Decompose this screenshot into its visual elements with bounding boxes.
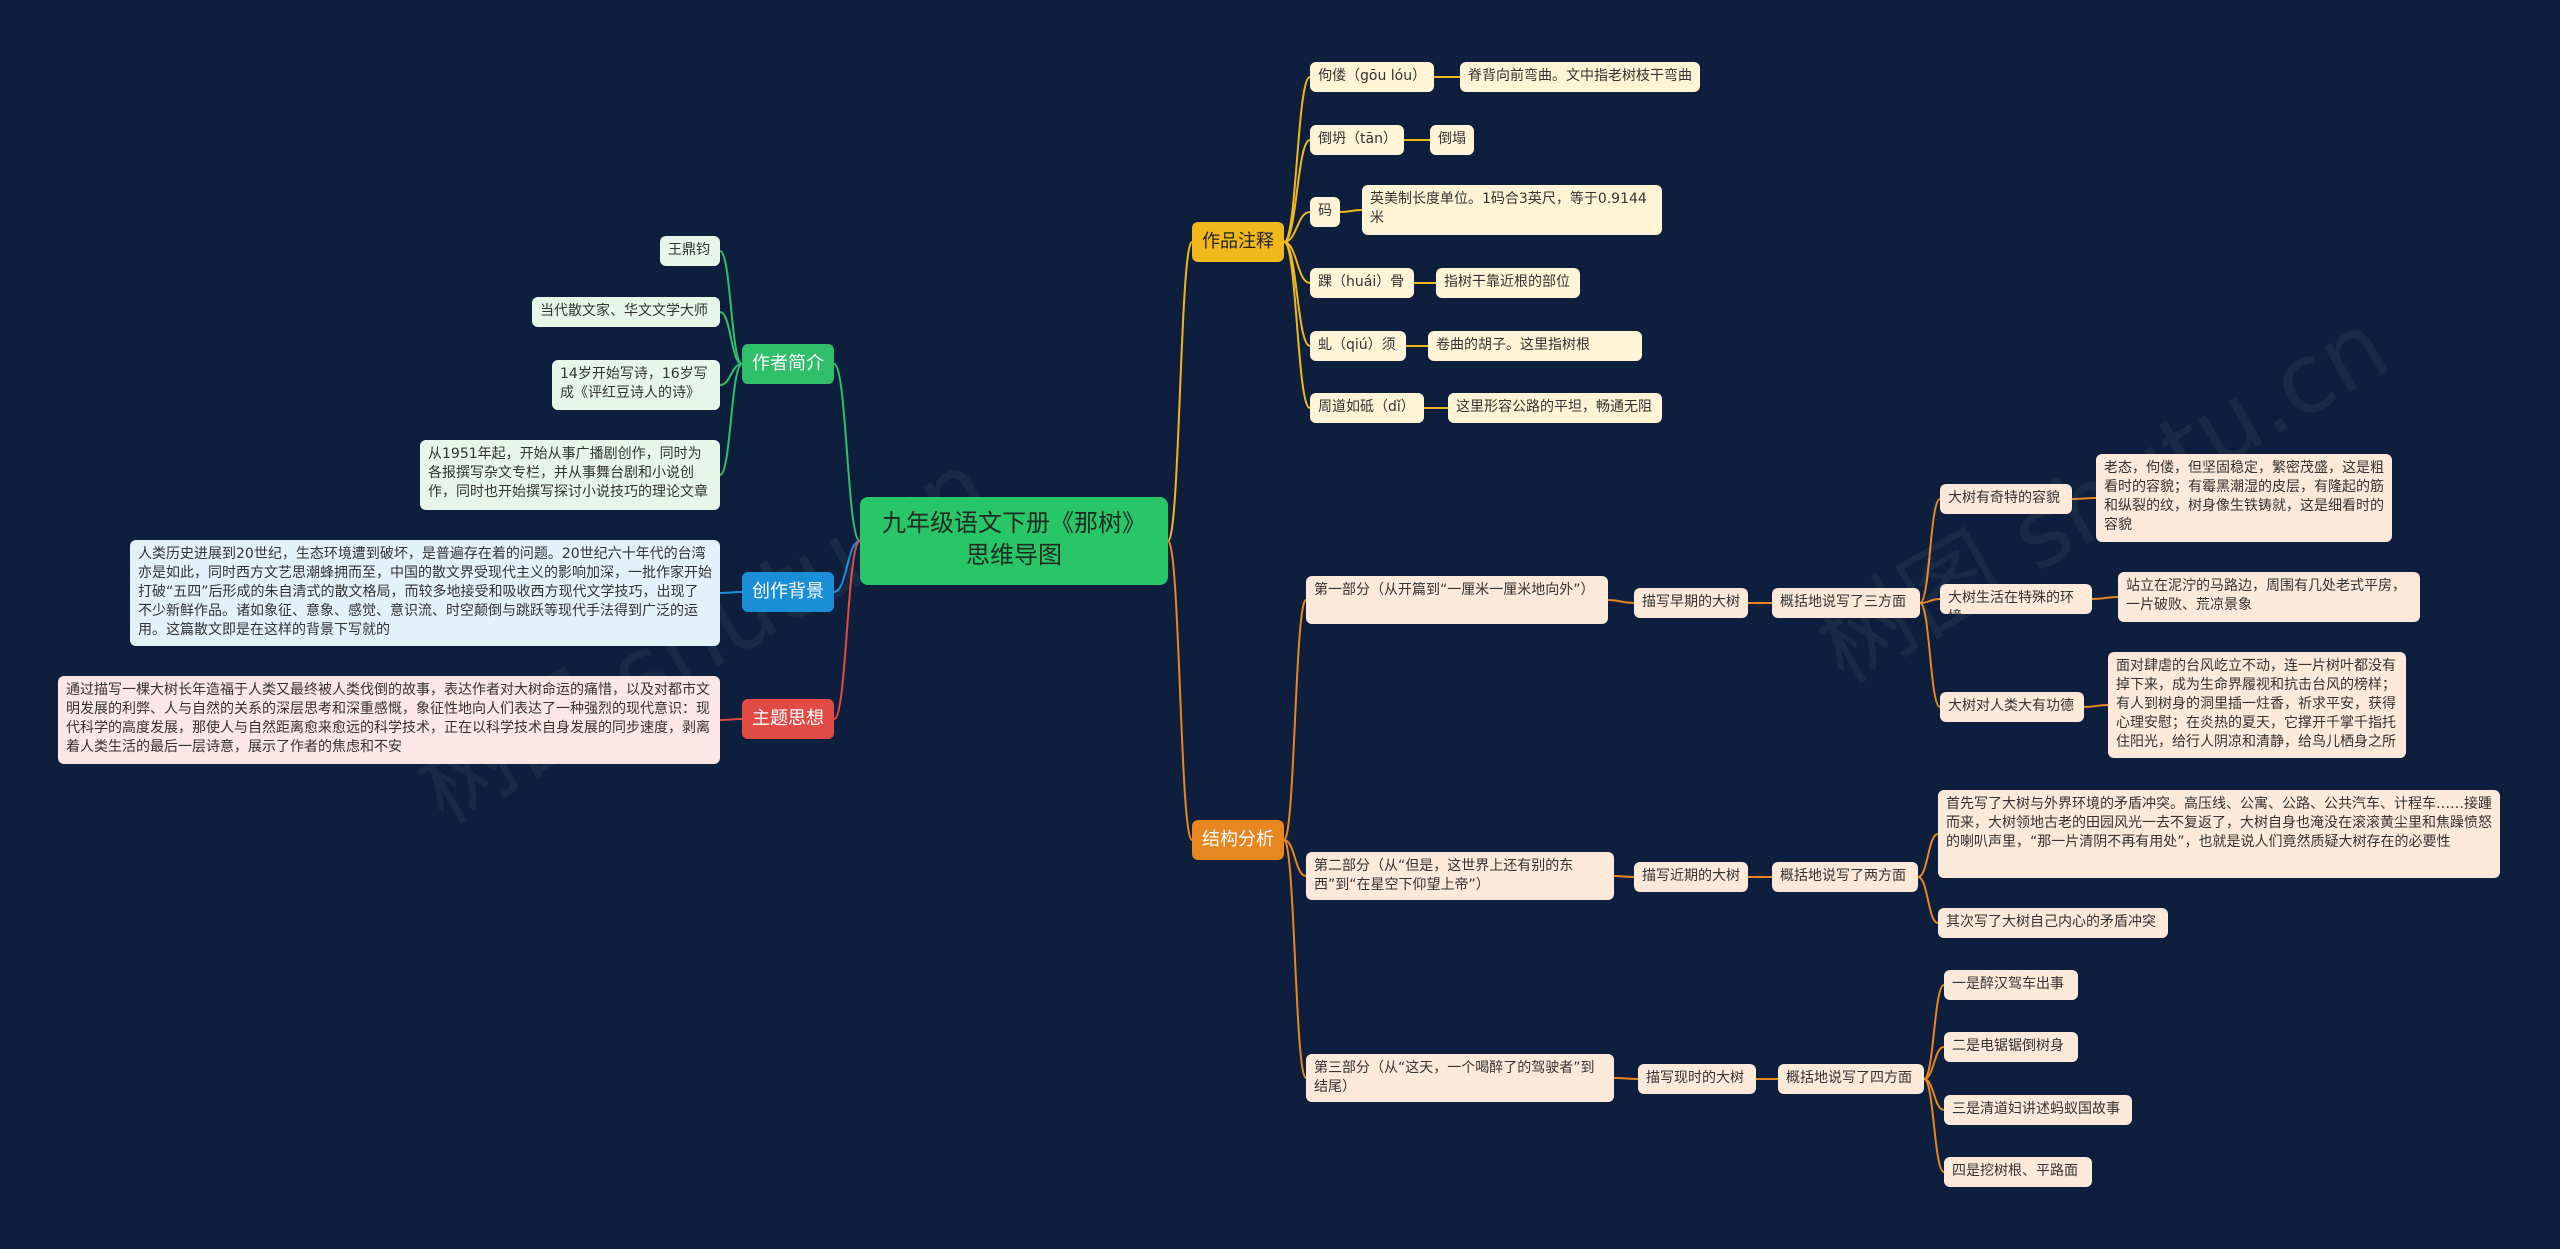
structure-point-detail[interactable]: 老态，佝偻，但坚固稳定，繁密茂盛，这是粗看时的容貌；有霉黑潮湿的皮层，有隆起的筋… [2096, 454, 2392, 542]
connector-line [1283, 599, 1307, 841]
connector-line [1283, 139, 1311, 243]
structure-part-summary[interactable]: 概括地说写了两方面 [1772, 862, 1918, 892]
connector-line [1283, 241, 1311, 409]
branch-author[interactable]: 作者简介 [742, 344, 834, 384]
connector-line [1923, 1078, 1945, 1173]
structure-point-detail[interactable]: 站立在泥泞的马路边，周围有几处老式平房，一片破败、荒凉景象 [2118, 572, 2420, 622]
connector-line [1283, 839, 1307, 877]
root-topic[interactable]: 九年级语文下册《那树》思维导图 [860, 497, 1168, 585]
connector-line [833, 363, 861, 542]
branch-author-label: 作者简介 [752, 353, 824, 374]
structure-part-desc[interactable]: 描写现时的大树 [1638, 1064, 1756, 1094]
structure-part-title[interactable]: 第二部分（从“但是，这世界上还有别的东西”到“在星空下仰望上帝”） [1306, 852, 1614, 900]
author-item[interactable]: 当代散文家、华文文学大师 [532, 297, 720, 327]
structure-part-summary[interactable]: 概括地说写了四方面 [1778, 1064, 1924, 1094]
connector-line [2091, 596, 2119, 600]
author-item[interactable]: 王鼎钧 [660, 236, 720, 266]
note-term[interactable]: 码 [1310, 197, 1340, 227]
structure-point[interactable]: 大树有奇特的容貌 [1940, 484, 2072, 514]
note-term[interactable]: 踝（huái）骨 [1310, 268, 1414, 298]
structure-point[interactable]: 其次写了大树自己内心的矛盾冲突 [1938, 908, 2168, 938]
structure-point[interactable]: 大树生活在特殊的环境 [1940, 584, 2092, 614]
connector-line [1167, 540, 1193, 841]
note-term[interactable]: 虬（qiú）须 [1310, 331, 1406, 361]
connector-line [833, 540, 861, 593]
branch-notes[interactable]: 作品注释 [1192, 222, 1284, 262]
branch-background-label: 创作背景 [752, 581, 824, 602]
connector-line [719, 250, 743, 365]
connector-line [1919, 498, 1941, 604]
connector-line [1167, 241, 1193, 542]
structure-point[interactable]: 四是挖树根、平路面 [1944, 1157, 2092, 1187]
connector-line [1919, 602, 1941, 708]
branch-notes-label: 作品注释 [1202, 231, 1274, 252]
connector-line [1917, 833, 1939, 878]
connector-line [1613, 1077, 1639, 1080]
note-definition[interactable]: 英美制长度单位。1码合3英尺，等于0.9144米 [1362, 185, 1662, 235]
structure-point[interactable]: 三是清道妇讲述蚂蚁国故事 [1944, 1095, 2132, 1125]
connector-line [719, 591, 743, 594]
branch-theme[interactable]: 主题思想 [742, 699, 834, 739]
connector-line [1923, 984, 1945, 1080]
author-item[interactable]: 从1951年起，开始从事广播剧创作，同时为各报撰写杂文专栏，并从事舞台剧和小说创… [420, 440, 720, 510]
connector-line [1283, 839, 1307, 1079]
note-definition[interactable]: 卷曲的胡子。这里指树根 [1428, 331, 1642, 361]
branch-structure-label: 结构分析 [1202, 829, 1274, 850]
note-definition[interactable]: 这里形容公路的平坦，畅通无阻 [1448, 393, 1662, 423]
note-term[interactable]: 佝偻（gōu lóu） [1310, 62, 1434, 92]
note-definition[interactable]: 指树干靠近根的部位 [1436, 268, 1580, 298]
structure-point-detail[interactable]: 面对肆虐的台风屹立不动，连一片树叶都没有掉下来，成为生命界履视和抗击台风的榜样；… [2108, 652, 2406, 758]
connector-line [719, 363, 743, 476]
branch-structure[interactable]: 结构分析 [1192, 820, 1284, 860]
connector-line [1923, 1046, 1945, 1080]
background-text[interactable]: 人类历史进展到20世纪，生态环境遭到破坏，是普遍存在着的问题。20世纪六十年代的… [130, 540, 720, 646]
note-term[interactable]: 周道如砥（dǐ） [1310, 393, 1424, 423]
structure-point[interactable]: 二是电锯锯倒树身 [1944, 1032, 2078, 1062]
structure-point[interactable]: 首先写了大树与外界环境的矛盾冲突。高压线、公寓、公路、公共汽车、计程车……接踵而… [1938, 790, 2500, 878]
author-item[interactable]: 14岁开始写诗，16岁写成《评红豆诗人的诗》 [552, 360, 720, 410]
connector-line [2071, 497, 2097, 500]
branch-theme-label: 主题思想 [752, 708, 824, 729]
structure-point[interactable]: 大树对人类大有功德 [1940, 692, 2084, 722]
connector-line [1917, 876, 1939, 924]
structure-part-title[interactable]: 第一部分（从开篇到“一厘米一厘米地向外”） [1306, 576, 1608, 624]
note-definition[interactable]: 脊背向前弯曲。文中指老树枝干弯曲 [1460, 62, 1700, 92]
structure-point[interactable]: 一是醉汉驾车出事 [1944, 970, 2078, 1000]
structure-part-title[interactable]: 第三部分（从“这天，一个喝醉了的驾驶者”到结尾） [1306, 1054, 1614, 1102]
theme-text[interactable]: 通过描写一棵大树长年造福于人类又最终被人类伐倒的故事，表达作者对大树命运的痛惜，… [58, 676, 720, 764]
connector-line [719, 311, 743, 365]
connector-line [1607, 599, 1635, 604]
connector-line [1613, 875, 1635, 878]
root-title: 九年级语文下册《那树》思维导图 [882, 509, 1146, 569]
connector-line [1919, 598, 1941, 604]
connector-line [2083, 704, 2109, 708]
structure-part-desc[interactable]: 描写近期的大树 [1634, 862, 1748, 892]
connector-line [1339, 209, 1363, 213]
note-definition[interactable]: 倒塌 [1430, 125, 1474, 155]
connector-line [1283, 76, 1311, 243]
note-term[interactable]: 倒坍（tān） [1310, 125, 1404, 155]
structure-part-desc[interactable]: 描写早期的大树 [1634, 588, 1748, 618]
connector-line [719, 718, 743, 721]
branch-background[interactable]: 创作背景 [742, 572, 834, 612]
connector-line [833, 540, 861, 720]
structure-part-summary[interactable]: 概括地说写了三方面 [1772, 588, 1920, 618]
connector-line [1283, 211, 1311, 243]
